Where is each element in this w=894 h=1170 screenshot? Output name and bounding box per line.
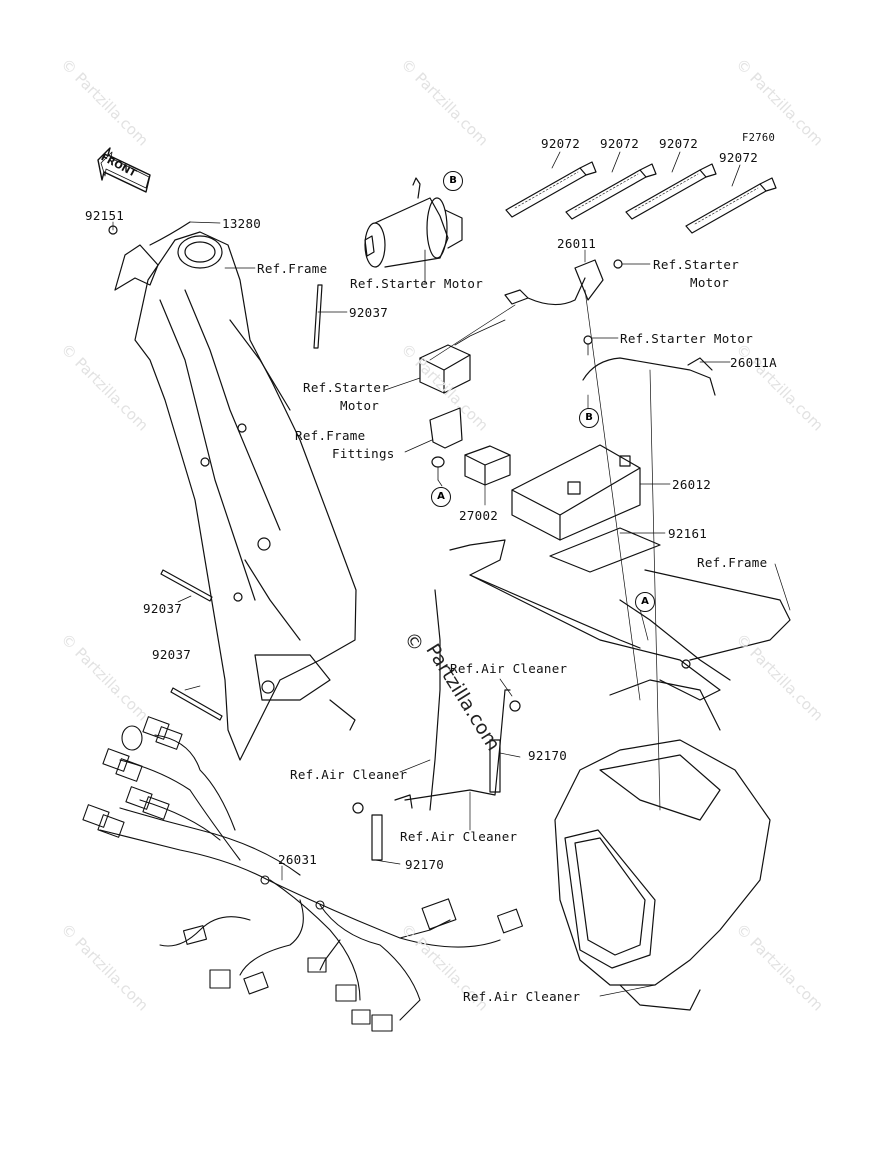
label-ref-frame-fittings-a: Ref.Frame bbox=[295, 428, 366, 443]
relay-bracket bbox=[429, 407, 463, 481]
label-ref-air-cleaner-2: Ref.Air Cleaner bbox=[290, 767, 408, 782]
battery-cable-26011a bbox=[582, 335, 716, 396]
battery-pad-92161 bbox=[549, 527, 661, 573]
band-92037-mid bbox=[160, 569, 213, 602]
label-92037-top: 92037 bbox=[349, 305, 389, 320]
label-92037-low: 92037 bbox=[152, 647, 192, 662]
band-92037-low bbox=[170, 687, 223, 721]
marker-b-top: B bbox=[443, 171, 463, 191]
marker-b-battery: B bbox=[579, 408, 599, 428]
label-26011a: 26011A bbox=[730, 355, 777, 370]
label-ref-starter-motor-1: Ref.Starter Motor bbox=[350, 276, 484, 291]
cable-tie-92072-1 bbox=[505, 161, 597, 218]
label-92170-low: 92170 bbox=[405, 857, 445, 872]
label-ref-air-cleaner-3: Ref.Air Cleaner bbox=[400, 829, 518, 844]
label-ref-starter-motor-2b: Motor bbox=[690, 275, 730, 290]
label-ref-frame-right: Ref.Frame bbox=[697, 555, 768, 570]
band-92037-top bbox=[313, 284, 323, 349]
label-ref-starter-motor-3: Ref.Starter Motor bbox=[620, 331, 754, 346]
label-92170-top: 92170 bbox=[528, 748, 568, 763]
marker-a-bracket: A bbox=[431, 487, 451, 507]
label-92161: 92161 bbox=[668, 526, 708, 541]
label-ref-frame-fittings-b: Fittings bbox=[332, 446, 395, 461]
label-ref-starter-motor-4b: Motor bbox=[340, 398, 380, 413]
label-ref-starter-motor-4a: Ref.Starter bbox=[303, 380, 390, 395]
label-27002: 27002 bbox=[459, 508, 499, 523]
wire-harness-26031 bbox=[82, 716, 524, 1032]
label-92072-1: 92072 bbox=[541, 136, 581, 151]
label-92072-4: 92072 bbox=[719, 150, 759, 165]
starter-motor bbox=[364, 177, 463, 284]
starter-relay bbox=[419, 319, 506, 394]
label-ref-air-cleaner-1: Ref.Air Cleaner bbox=[450, 661, 568, 676]
cable-tie-92072-4 bbox=[685, 177, 777, 234]
rear-frame bbox=[449, 539, 791, 731]
leader-lines bbox=[112, 221, 791, 997]
battery-cable-26011 bbox=[504, 259, 623, 306]
main-frame bbox=[134, 231, 357, 761]
fuse-box-27002 bbox=[464, 445, 511, 486]
air-cleaner-housing bbox=[554, 739, 771, 1011]
front-arrow-icon bbox=[97, 147, 151, 193]
label-13280: 13280 bbox=[222, 216, 262, 231]
label-ref-air-cleaner-4: Ref.Air Cleaner bbox=[463, 989, 581, 1004]
label-26031: 26031 bbox=[278, 852, 318, 867]
label-92151: 92151 bbox=[85, 208, 125, 223]
label-ref-starter-motor-2a: Ref.Starter bbox=[653, 257, 740, 272]
marker-a-frame: A bbox=[635, 592, 655, 612]
label-26011: 26011 bbox=[557, 236, 597, 251]
air-cleaner-bracket bbox=[352, 589, 521, 861]
label-92072-2: 92072 bbox=[600, 136, 640, 151]
label-92072-3: 92072 bbox=[659, 136, 699, 151]
figure-code: F2760 bbox=[742, 132, 776, 144]
cable-tie-92072-3 bbox=[625, 163, 717, 220]
label-92037-mid: 92037 bbox=[143, 601, 183, 616]
label-ref-frame-top: Ref.Frame bbox=[257, 261, 328, 276]
cable-tie-92072-2 bbox=[565, 163, 657, 220]
label-26012: 26012 bbox=[672, 477, 712, 492]
battery-26012 bbox=[511, 444, 641, 541]
